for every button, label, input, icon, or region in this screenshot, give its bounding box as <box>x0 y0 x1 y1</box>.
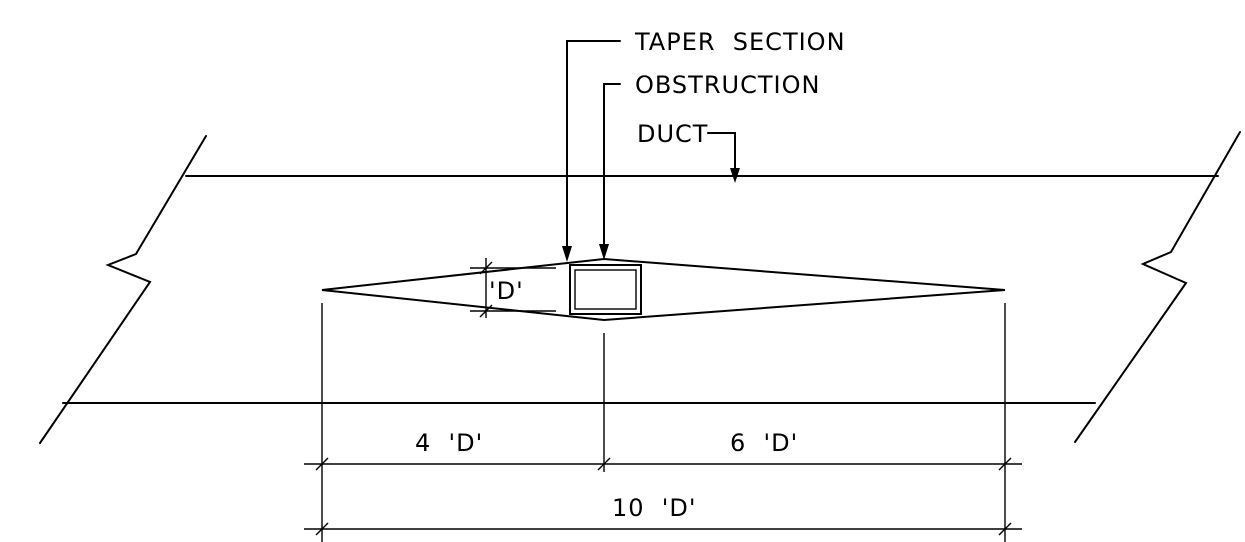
tick-row1-left <box>315 457 329 471</box>
tick-row2-right <box>998 522 1012 536</box>
d-tick-bottom <box>479 304 493 318</box>
taper-section <box>321 257 1006 322</box>
d-tick-top <box>479 261 493 275</box>
right-break-line <box>1074 131 1241 443</box>
obstruction-inner <box>574 269 637 310</box>
obstruction-label: OBSTRUCTION <box>635 71 820 99</box>
tick-row2-left <box>315 522 329 536</box>
taper-section-leader <box>566 40 621 249</box>
dim-right-label: 6 'D' <box>730 429 798 457</box>
tick-row1-right <box>998 457 1012 471</box>
tick-row1-center <box>597 457 611 471</box>
duct-leader <box>707 132 736 171</box>
duct-arrowhead <box>730 168 740 183</box>
obstruction-leader <box>603 83 621 247</box>
dim-total-label: 10 'D' <box>612 494 696 522</box>
taper-section-arrowhead <box>562 246 572 262</box>
taper-section-label: TAPER SECTION <box>634 28 846 56</box>
d-height-label: 'D' <box>489 277 524 305</box>
obstruction-outer <box>569 264 642 315</box>
duct-label: DUCT <box>637 120 708 148</box>
left-break-line <box>39 135 207 444</box>
obstruction-arrowhead <box>599 244 609 260</box>
dim-left-label: 4 'D' <box>415 429 483 457</box>
